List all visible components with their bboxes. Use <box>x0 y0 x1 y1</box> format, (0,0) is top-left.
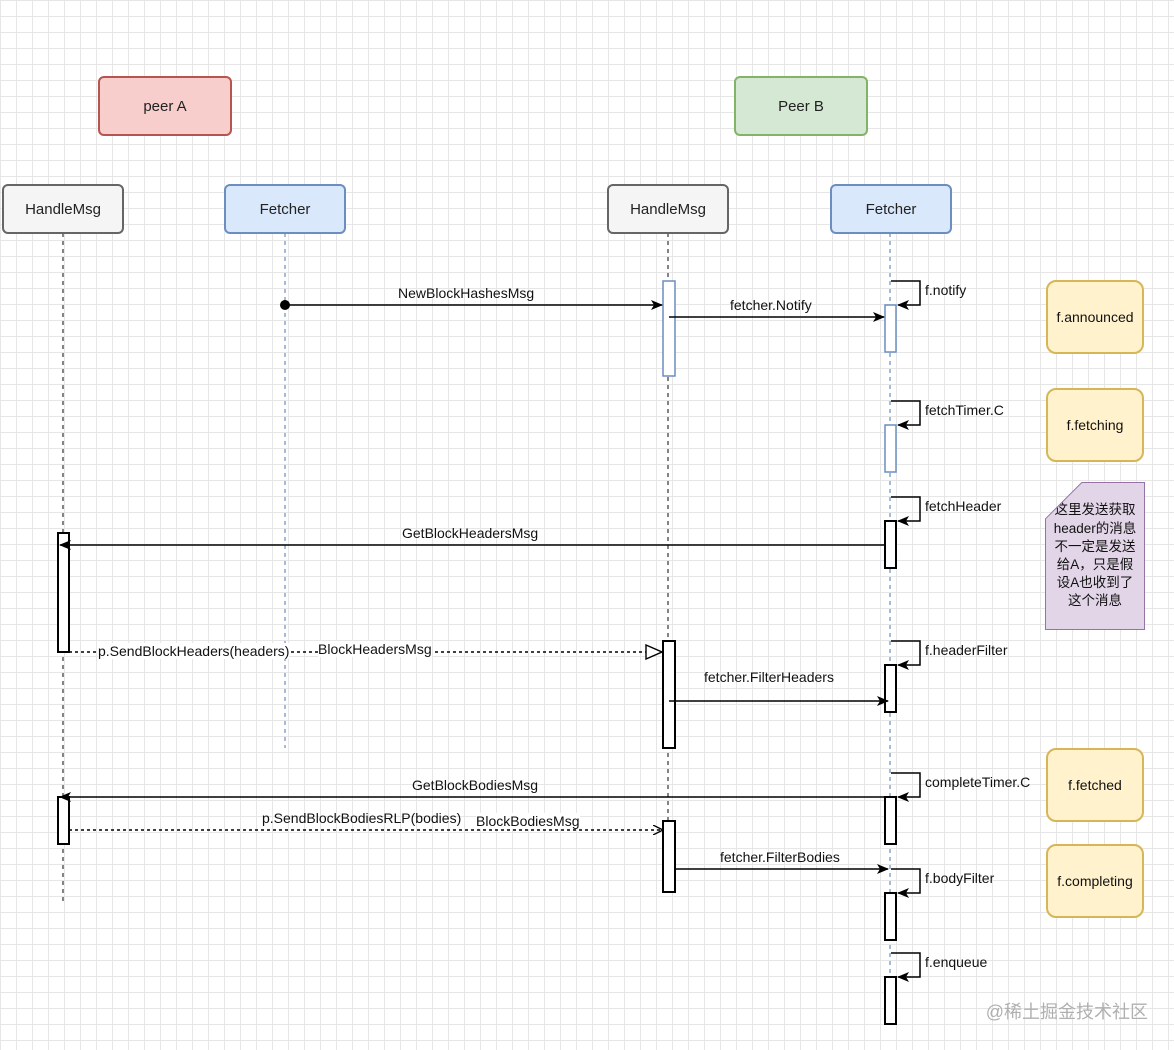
lifeline-head-a-fetcher-label: Fetcher <box>259 200 311 218</box>
activation-a-handlemsg-2 <box>57 796 70 845</box>
activation-b-fetcher-headerfilter <box>884 664 897 713</box>
group-peer-b-label: Peer B <box>778 97 824 115</box>
label-f-notify: f.notify <box>925 282 967 298</box>
label-f-body-filter: f.bodyFilter <box>925 870 995 886</box>
label-fetch-timer: fetchTimer.C <box>925 402 1004 418</box>
activation-b-fetcher-completetimer <box>884 796 897 845</box>
state-completing: f.completing <box>1046 844 1144 918</box>
group-peer-a: peer A <box>98 76 232 136</box>
label-f-header-filter: f.headerFilter <box>925 642 1008 658</box>
watermark: @稀土掘金技术社区 <box>985 1002 1148 1022</box>
label-fetcher-filter-headers: fetcher.FilterHeaders <box>704 669 834 685</box>
selfcall-complete-timer <box>891 772 921 802</box>
selfcall-f-enqueue <box>891 952 921 982</box>
selfcall-f-body-filter <box>891 868 921 898</box>
label-fetcher-filter-bodies: fetcher.FilterBodies <box>720 849 840 865</box>
lifeline-head-a-handlemsg: HandleMsg <box>2 184 124 234</box>
note-line: 给A，只是假 <box>1056 557 1134 572</box>
label-new-block-hashes: NewBlockHashesMsg <box>398 285 535 301</box>
note-line: 不一定是发送 <box>1054 538 1136 554</box>
label-block-bodies-msg: BlockBodiesMsg <box>476 813 580 829</box>
group-peer-b: Peer B <box>734 76 868 136</box>
note-line: 这里发送获取 <box>1054 502 1136 518</box>
note-line: header的消息 <box>1053 520 1137 536</box>
label-f-enqueue: f.enqueue <box>925 954 988 970</box>
note-line: 设A也收到了 <box>1056 575 1134 591</box>
label-block-headers-msg: BlockHeadersMsg <box>318 641 432 657</box>
activation-b-fetcher-fetchheader <box>884 520 897 569</box>
selfcall-fetch-timer <box>891 400 921 430</box>
label-complete-timer: completeTimer.C <box>925 774 1031 790</box>
selfcall-f-notify <box>891 280 921 310</box>
note-header-message: 这里发送获取 header的消息 不一定是发送 给A，只是假 设A也收到了 这个… <box>1046 483 1144 629</box>
activation-b-handlemsg-1 <box>662 280 676 377</box>
selfcall-fetch-header <box>891 496 921 526</box>
activation-a-handlemsg-1 <box>57 532 70 653</box>
state-completing-label: f.completing <box>1057 873 1133 889</box>
activation-b-fetcher-bodyfilter <box>884 892 897 941</box>
label-send-block-bodies: p.SendBlockBodiesRLP(bodies) <box>262 810 462 826</box>
activation-b-fetcher-fetching <box>884 424 897 473</box>
label-send-block-headers: p.SendBlockHeaders(headers) <box>98 643 290 659</box>
lifeline-head-a-handlemsg-label: HandleMsg <box>25 200 101 218</box>
lifeline-head-b-handlemsg: HandleMsg <box>607 184 729 234</box>
label-get-block-bodies: GetBlockBodiesMsg <box>412 777 539 793</box>
state-fetching-label: f.fetching <box>1066 417 1124 433</box>
state-announced: f.announced <box>1046 280 1144 354</box>
activation-b-handlemsg-2 <box>662 640 676 749</box>
state-fetched: f.fetched <box>1046 748 1144 822</box>
activation-b-fetcher-notify <box>884 304 897 353</box>
lifeline-head-b-handlemsg-label: HandleMsg <box>630 200 706 218</box>
lifeline-head-b-fetcher: Fetcher <box>830 184 952 234</box>
lifeline-head-a-fetcher: Fetcher <box>224 184 346 234</box>
group-peer-a-label: peer A <box>143 97 187 115</box>
label-get-block-headers: GetBlockHeadersMsg <box>402 525 539 541</box>
state-fetching: f.fetching <box>1046 388 1144 462</box>
label-fetch-header: fetchHeader <box>925 498 1002 514</box>
label-fetcher-notify: fetcher.Notify <box>730 297 812 313</box>
note-text: 这里发送获取 header的消息 不一定是发送 给A，只是假 设A也收到了 这个… <box>1054 501 1137 610</box>
selfcall-f-header-filter <box>891 640 921 670</box>
activation-b-handlemsg-3 <box>662 820 676 893</box>
note-line: 这个消息 <box>1067 593 1122 609</box>
state-announced-label: f.announced <box>1056 309 1134 325</box>
lifeline-head-b-fetcher-label: Fetcher <box>865 200 917 218</box>
activation-b-fetcher-enqueue <box>884 976 897 1025</box>
state-fetched-label: f.fetched <box>1068 777 1122 793</box>
